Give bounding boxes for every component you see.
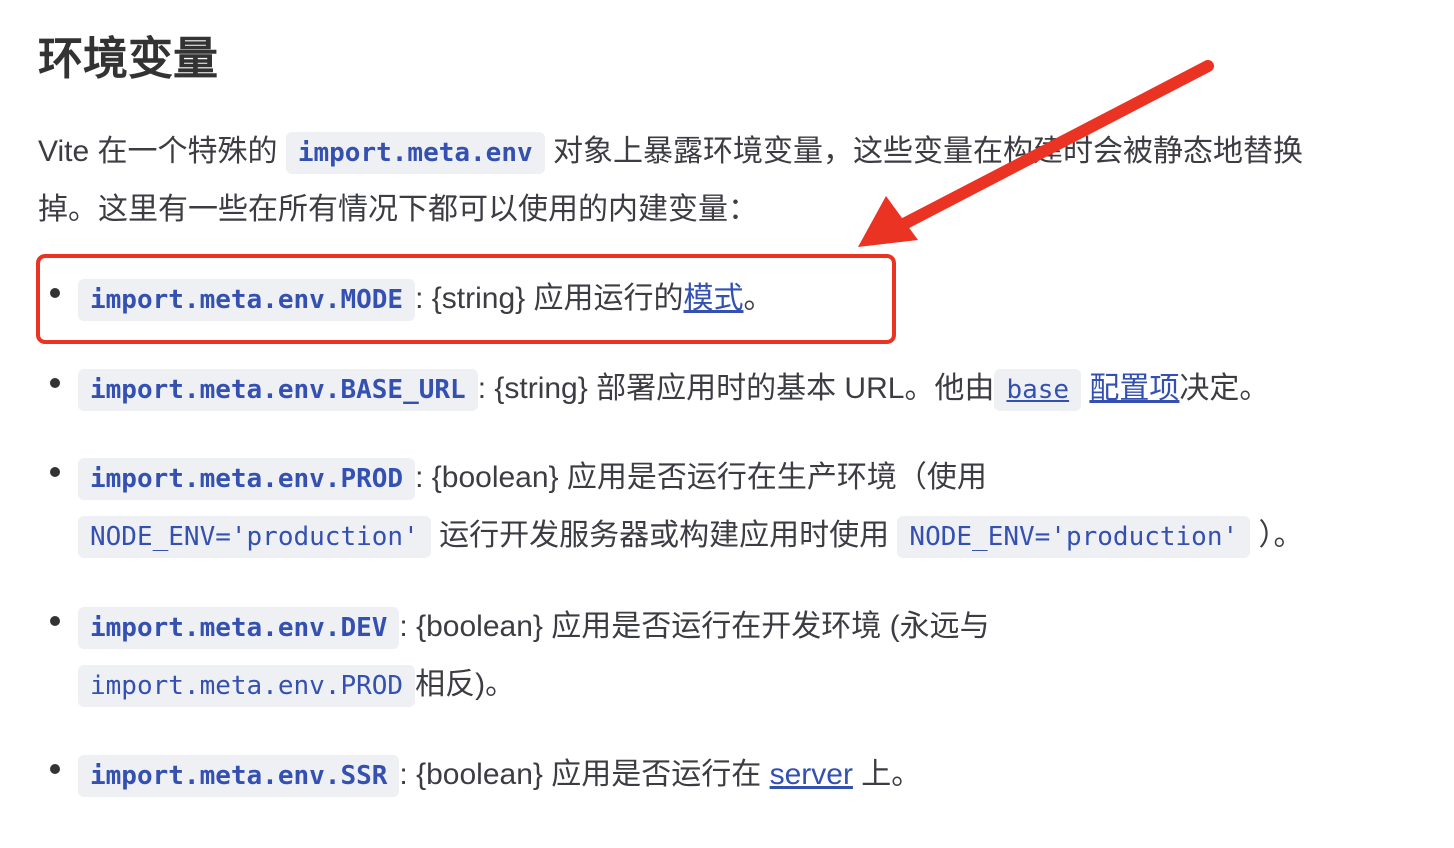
list-item-continuation: NODE_ENV='production' 运行开发服务器或构建应用时使用 NO…	[78, 510, 1304, 558]
intro-line-1: Vite 在一个特殊的 import.meta.env 对象上暴露环境变量，这些…	[38, 126, 1303, 174]
bullet-icon	[50, 616, 60, 626]
inline-code: import.meta.env.SSR	[78, 755, 400, 797]
inline-code: import.meta.env.MODE	[78, 279, 416, 321]
bullet-icon	[50, 467, 60, 477]
item-text: 决定。	[1179, 372, 1270, 405]
list-item: import.meta.env.SSR: {boolean} 应用是否运行在 s…	[78, 749, 922, 797]
page-title: 环境变量	[38, 33, 219, 84]
base-link[interactable]: base	[994, 369, 1082, 411]
inline-code: import.meta.env.DEV	[78, 607, 400, 649]
item-text: : {boolean} 应用是否运行在开发环境 (永远与	[399, 610, 990, 643]
inline-code: import.meta.env.PROD	[78, 458, 416, 500]
item-text: : {string} 应用运行的	[415, 282, 684, 315]
inline-code: NODE_ENV='production'	[78, 516, 431, 558]
bullet-icon	[50, 378, 60, 388]
item-text: 。	[743, 282, 774, 315]
list-item: import.meta.env.MODE: {string} 应用运行的模式。	[78, 273, 774, 321]
list-item: import.meta.env.BASE_URL: {string} 部署应用时…	[78, 363, 1270, 411]
mode-link[interactable]: 模式	[683, 282, 744, 315]
intro-text: Vite 在一个特殊的	[38, 135, 278, 168]
item-text: 上。	[861, 758, 922, 791]
server-link[interactable]: server	[769, 758, 853, 791]
inline-code: import.meta.env.BASE_URL	[78, 369, 478, 411]
list-item: import.meta.env.PROD: {boolean} 应用是否运行在生…	[78, 452, 987, 500]
bullet-icon	[50, 288, 60, 298]
item-text: : {string} 部署应用时的基本 URL。他由	[477, 372, 995, 405]
config-link[interactable]: 配置项	[1089, 372, 1180, 405]
inline-code: NODE_ENV='production'	[897, 516, 1251, 558]
item-text: 相反)。	[415, 668, 516, 701]
item-text: : {boolean} 应用是否运行在生产环境（使用	[415, 461, 987, 494]
list-item: import.meta.env.DEV: {boolean} 应用是否运行在开发…	[78, 601, 990, 649]
item-text: ）。	[1258, 519, 1304, 552]
inline-code: import.meta.env.PROD	[78, 665, 416, 707]
inline-code: import.meta.env	[285, 132, 545, 174]
intro-text: 对象上暴露环境变量，这些变量在构建时会被静态地替换	[553, 135, 1303, 168]
item-text: 运行开发服务器或构建应用时使用	[439, 519, 890, 552]
bullet-icon	[50, 764, 60, 774]
highlight-box	[36, 254, 896, 344]
intro-line-2: 掉。这里有一些在所有情况下都可以使用的内建变量：	[38, 193, 758, 226]
item-text: : {boolean} 应用是否运行在	[399, 758, 762, 791]
